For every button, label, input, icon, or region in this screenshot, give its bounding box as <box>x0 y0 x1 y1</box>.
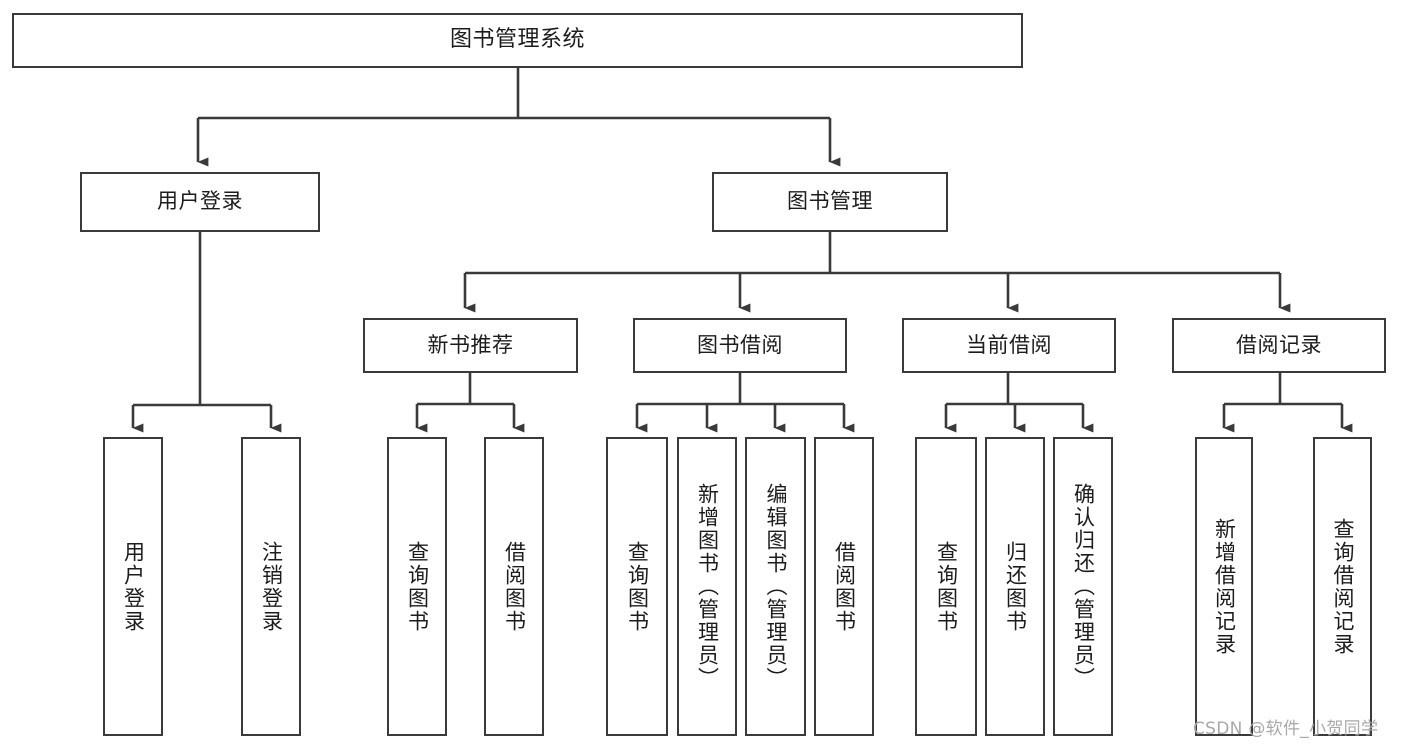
csdn-watermark: CSDN @软件_小贺同学 <box>1193 719 1379 739</box>
node-current-borrow-label: 当前借阅 <box>966 332 1052 357</box>
leaf-bb-edit-book[interactable]: 编辑图书（管理员） <box>745 437 806 736</box>
leaf-user-login[interactable]: 用户登录 <box>103 437 163 736</box>
node-book-borrow-label: 图书借阅 <box>697 332 783 357</box>
leaf-bb-edit-book-label: 编辑图书（管理员） <box>764 483 788 690</box>
node-new-book-recommend[interactable]: 新书推荐 <box>363 318 578 373</box>
leaf-logout[interactable]: 注销登录 <box>241 437 301 736</box>
leaf-nb-query-book[interactable]: 查询图书 <box>387 437 447 736</box>
leaf-bb-query-book-label: 查询图书 <box>625 540 650 633</box>
leaf-bb-borrow-book[interactable]: 借阅图书 <box>814 437 874 736</box>
leaf-cb-query-book-label: 查询图书 <box>934 540 959 633</box>
node-borrow-record[interactable]: 借阅记录 <box>1172 318 1386 373</box>
leaf-cb-return-book-label: 归还图书 <box>1003 540 1028 633</box>
leaf-nb-query-book-label: 查询图书 <box>405 540 430 633</box>
node-new-book-recommend-label: 新书推荐 <box>427 332 514 357</box>
leaf-logout-label: 注销登录 <box>259 540 284 633</box>
node-root-system[interactable]: 图书管理系统 <box>12 13 1023 68</box>
node-book-manage[interactable]: 图书管理 <box>712 172 948 232</box>
leaf-nb-borrow-book-label: 借阅图书 <box>502 540 527 633</box>
node-user-login-label: 用户登录 <box>157 189 243 214</box>
node-user-login[interactable]: 用户登录 <box>80 172 320 232</box>
leaf-bb-query-book[interactable]: 查询图书 <box>606 437 668 736</box>
leaf-cb-confirm-return[interactable]: 确认归还（管理员） <box>1053 437 1113 736</box>
leaf-br-add-record-label: 新增借阅记录 <box>1212 517 1237 656</box>
node-current-borrow[interactable]: 当前借阅 <box>902 318 1116 373</box>
leaf-br-add-record[interactable]: 新增借阅记录 <box>1195 437 1253 736</box>
leaf-cb-return-book[interactable]: 归还图书 <box>985 437 1045 736</box>
node-book-manage-label: 图书管理 <box>787 189 873 214</box>
node-book-borrow[interactable]: 图书借阅 <box>633 318 847 373</box>
leaf-bb-add-book[interactable]: 新增图书（管理员） <box>677 437 737 736</box>
leaf-bb-add-book-label: 新增图书（管理员） <box>695 483 720 690</box>
leaf-cb-query-book[interactable]: 查询图书 <box>915 437 977 736</box>
leaf-br-query-record-label: 查询借阅记录 <box>1331 517 1355 656</box>
leaf-user-login-label: 用户登录 <box>121 540 146 633</box>
leaf-nb-borrow-book[interactable]: 借阅图书 <box>484 437 544 736</box>
leaf-cb-confirm-return-label: 确认归还（管理员） <box>1071 483 1096 690</box>
node-root-system-label: 图书管理系统 <box>449 27 585 53</box>
leaf-bb-borrow-book-label: 借阅图书 <box>832 540 857 633</box>
node-borrow-record-label: 借阅记录 <box>1236 332 1322 357</box>
leaf-br-query-record[interactable]: 查询借阅记录 <box>1313 437 1372 736</box>
